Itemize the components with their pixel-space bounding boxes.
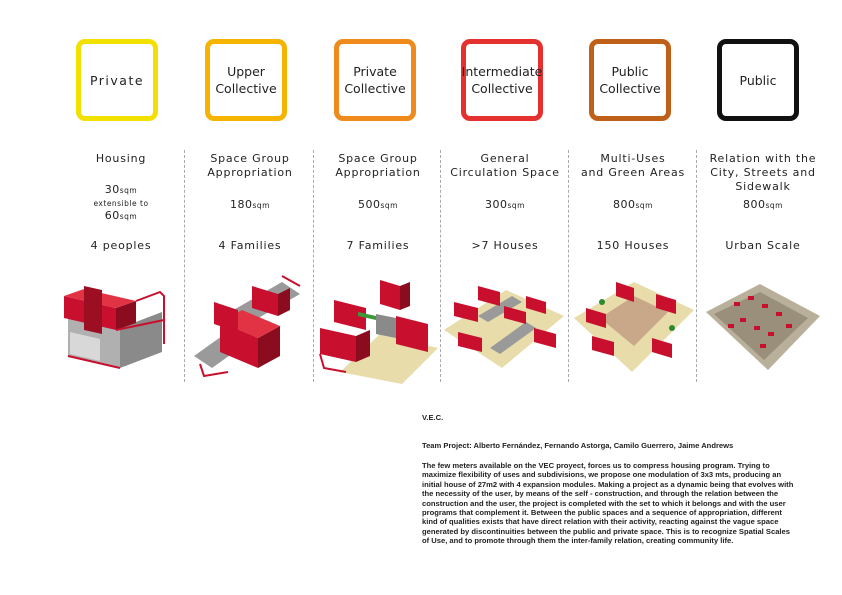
category-box-private-collective: Private Collective <box>334 39 416 121</box>
column-divider <box>696 150 697 382</box>
intermediate-collective-illustration <box>444 286 564 368</box>
population-label: 4 peoples <box>90 239 152 252</box>
population-label: 7 Families <box>346 239 410 252</box>
area-value: 300sqm <box>485 198 525 211</box>
area-value: 800sqm <box>613 198 653 211</box>
project-description: The few meters available on the VEC proy… <box>422 461 794 546</box>
private-collective-illustration <box>319 280 438 384</box>
area-value: 500sqm <box>358 198 398 211</box>
category-box-private: Private <box>76 39 158 121</box>
category-label: Public Collective <box>599 64 661 96</box>
category-box-upper-collective: Upper Collective <box>205 39 287 121</box>
upper-collective-illustration <box>194 275 301 378</box>
population-label: Urban Scale <box>725 239 801 252</box>
column-title: Multi-Uses and Green Areas <box>580 152 686 179</box>
area-value-housing: 30sqm extensible to 60sqm <box>93 183 149 222</box>
area-value: 800sqm <box>743 198 783 211</box>
category-label: Intermediate Collective <box>461 64 543 96</box>
column-divider <box>184 150 185 382</box>
public-collective-illustration <box>574 282 694 372</box>
category-box-public-collective: Public Collective <box>589 39 671 121</box>
column-title-housing: Housing <box>95 152 147 165</box>
column-divider <box>440 150 441 382</box>
column-divider <box>313 150 314 382</box>
column-title: Relation with the City, Streets and Side… <box>709 152 817 193</box>
category-label: Upper Collective <box>215 64 277 96</box>
area-value: 180sqm <box>230 198 270 211</box>
population-label: 150 Houses <box>596 239 670 252</box>
category-label: Private Collective <box>344 64 406 96</box>
population-label: 4 Families <box>218 239 282 252</box>
column-title: General Circulation Space <box>450 152 560 179</box>
column-title: Space Group Appropriation <box>207 152 293 179</box>
housing-module-illustration <box>64 286 165 369</box>
public-urban-illustration <box>706 284 820 370</box>
population-label: >7 Houses <box>471 239 539 252</box>
column-divider <box>568 150 569 382</box>
team-credits: Team Project: Alberto Fernández, Fernand… <box>422 441 734 450</box>
category-box-intermediate-collective: Intermediate Collective <box>461 39 543 121</box>
category-label: Public <box>739 72 777 88</box>
category-box-public: Public <box>717 39 799 121</box>
project-name: V.E.C. <box>422 413 444 422</box>
column-title: Space Group Appropriation <box>335 152 421 179</box>
category-label: Private <box>89 72 145 88</box>
